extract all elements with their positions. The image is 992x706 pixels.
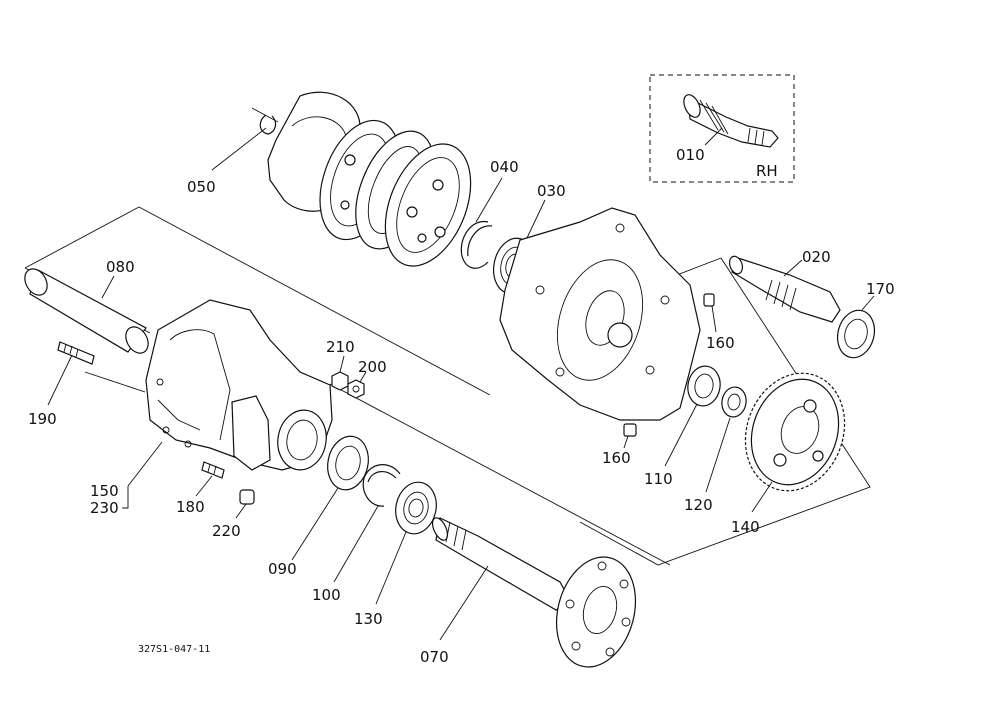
part-040-label[interactable]: 040 <box>490 158 519 176</box>
part-150-label[interactable]: 150 <box>90 482 119 500</box>
part-160a-label[interactable]: 160 <box>706 334 735 352</box>
part-170-bearing[interactable] <box>832 306 879 362</box>
part-170-label[interactable]: 170 <box>866 280 895 298</box>
part-020-label[interactable]: 020 <box>802 248 831 266</box>
part-110-label[interactable]: 130 <box>354 610 383 628</box>
part-010-label[interactable]: 010 <box>676 146 705 164</box>
part-220-plug[interactable] <box>239 489 255 505</box>
part-210-label[interactable]: 210 <box>326 338 355 356</box>
part-010-shaft-drawing[interactable] <box>681 92 779 148</box>
part-050-label[interactable]: 050 <box>187 178 216 196</box>
brake-disc-3[interactable] <box>369 131 487 278</box>
part-070-label[interactable]: 070 <box>420 648 449 666</box>
part-090-seal[interactable] <box>323 432 373 493</box>
part-160b-label[interactable]: 160 <box>602 449 631 467</box>
part-130-collar[interactable] <box>720 385 749 419</box>
part-030-label[interactable]: 030 <box>537 182 566 200</box>
part-050-snap-ring[interactable] <box>251 107 279 135</box>
part-230-label[interactable]: 230 <box>90 499 119 517</box>
part-210-nut[interactable] <box>331 371 349 391</box>
inset-frame <box>649 74 795 183</box>
part-140-label[interactable]: 140 <box>731 518 760 536</box>
part-160b-pin[interactable] <box>623 423 637 437</box>
part-200-label[interactable]: 200 <box>358 358 387 376</box>
part-140-gear[interactable] <box>729 359 860 505</box>
part-070-axle[interactable] <box>429 516 647 676</box>
part-180-label[interactable]: 180 <box>176 498 205 516</box>
part-190-stud[interactable] <box>57 341 95 365</box>
part-020-shaft[interactable] <box>727 254 841 323</box>
inset-rh: 010 RH <box>649 74 795 183</box>
part-160a-pin[interactable] <box>703 293 715 307</box>
drawing-code: 327S1-047-11 <box>138 644 210 655</box>
part-200-nut[interactable] <box>347 379 365 399</box>
part-080-label[interactable]: 080 <box>106 258 135 276</box>
part-130-label[interactable]: 120 <box>684 496 713 514</box>
part-220-label[interactable]: 220 <box>212 522 241 540</box>
part-100-label[interactable]: 100 <box>312 586 341 604</box>
part-080-sleeve[interactable] <box>20 265 152 357</box>
part-100-snap-ring[interactable] <box>362 464 401 507</box>
part-180-bolt[interactable] <box>201 461 225 479</box>
part-040-snap-ring[interactable] <box>460 220 493 269</box>
part-120-label[interactable]: 110 <box>644 470 673 488</box>
inset-rh-label: RH <box>756 162 778 180</box>
part-150-housing[interactable] <box>145 299 333 474</box>
part-120-bearing[interactable] <box>685 364 723 409</box>
part-110-bearing[interactable] <box>391 478 441 537</box>
part-190-label[interactable]: 190 <box>28 410 57 428</box>
case-cover[interactable] <box>499 207 701 421</box>
part-090-label[interactable]: 090 <box>268 560 297 578</box>
